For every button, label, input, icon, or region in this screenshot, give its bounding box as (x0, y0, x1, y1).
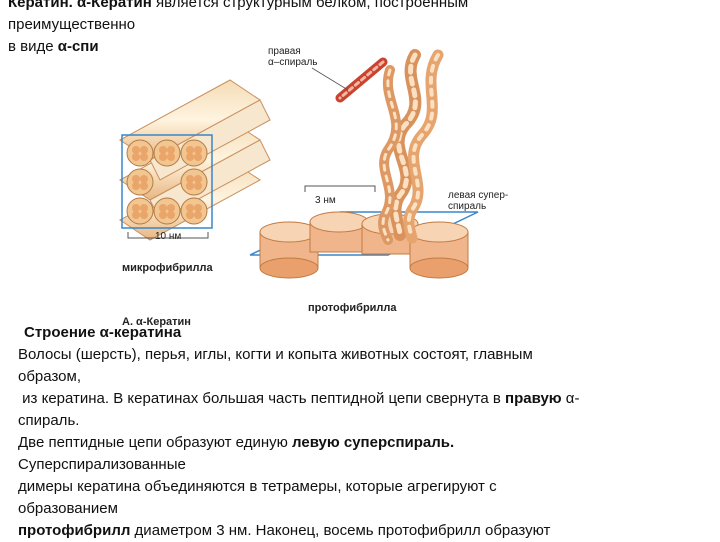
label-left-superhelix: левая супер- спираль (448, 190, 509, 212)
intro-text: Кератин. α-Кератин является структурным … (8, 0, 608, 58)
intro-term: Кератин. α-Кератин (8, 0, 152, 11)
paragraph-1-line-1: Волосы (шерсть), перья, иглы, когти и ко… (18, 346, 533, 363)
paragraph-1-line-2: образом, (18, 368, 81, 385)
intro-line-3: в виде α-спи (8, 38, 99, 55)
body-text: Строение α-кератина Волосы (шерсть), пер… (18, 322, 704, 542)
microfibril-bundle (119, 79, 271, 241)
paragraph-4-line-1: димеры кератина объединяются в тетрамеры… (18, 478, 497, 495)
intro-line-1: Кератин. α-Кератин является структурным … (8, 0, 608, 14)
intro-definition: является структурным белком, построенным (151, 0, 469, 11)
right-helix-pointer (311, 67, 349, 91)
label-microfibril: микрофибрилла (122, 262, 213, 274)
label-protofibril: протофибрилла (308, 302, 397, 314)
paragraph-4-line-2: образованием (18, 500, 118, 517)
label-3nm: 3 нм (315, 195, 336, 206)
label-10nm: 10 нм (155, 231, 182, 242)
label-right-helix: правая α–спираль (268, 46, 318, 68)
figure-caption: Строение α-кератина (24, 324, 182, 341)
paragraph-5-line-1: протофибрилл диаметром 3 нм. Наконец, во… (18, 522, 551, 539)
superhelix-strands (335, 49, 444, 245)
paragraph-2-line-1: из кератина. В кератинах большая часть п… (22, 390, 580, 407)
paragraph-2-line-2: спираль. (18, 412, 80, 429)
keratin-structure-illustration (119, 49, 479, 279)
protofibril-cross-section (249, 185, 479, 279)
keratin-figure: правая α–спираль левая супер- спираль 3 … (100, 40, 540, 330)
paragraph-3-line-2: Суперспирализованные (18, 456, 186, 473)
intro-line-2: преимущественно (8, 16, 136, 33)
paragraph-3-line-1: Две пептидные цепи образуют единую левую… (18, 434, 455, 451)
figure-title: А. α-Кератин (122, 316, 191, 328)
